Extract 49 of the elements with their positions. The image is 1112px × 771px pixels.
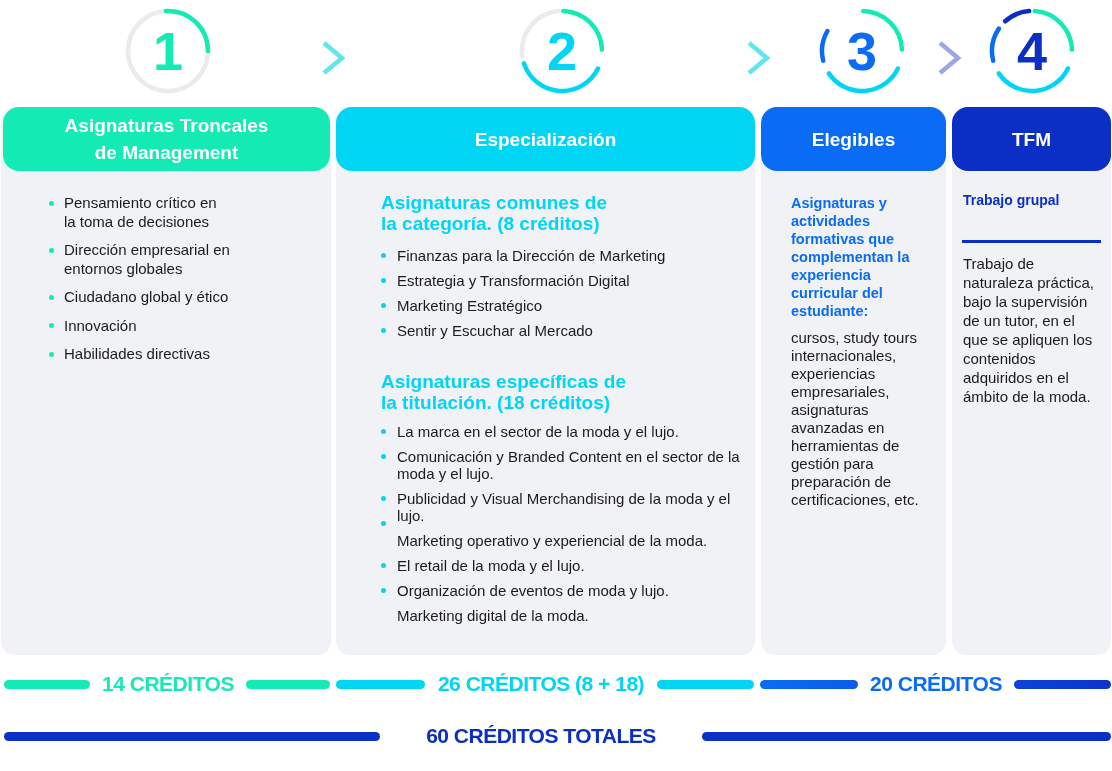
list-item-text: Estrategia y Transformación Digital [397, 272, 630, 289]
step-number: 3 [846, 25, 877, 77]
chevron-arrow [322, 41, 346, 75]
column-panel [1, 107, 331, 655]
chevron-arrow [938, 41, 962, 75]
lead-text: Trabajo grupal [963, 191, 1060, 210]
column-header [3, 107, 330, 171]
header-title: Elegibles [811, 127, 896, 152]
list-item-text: Pensamiento crítico en la toma de decisiones [64, 194, 218, 231]
lead-text: Asignaturas y actividades formativas que complementan la experiencia curricular del estudiante: [791, 194, 911, 320]
list-item-text: La marca en el sector de la moda y el lujo. [397, 423, 679, 440]
header-title: TFM [1011, 127, 1051, 152]
list-item-text: Sentir y Escuchar al Mercado [397, 322, 593, 339]
column-header [761, 107, 946, 171]
header-title: Asignaturas Troncales de Management [63, 114, 270, 165]
body-text: cursos, study tours internacionales, experiencias empresariales, asignaturas avanzadas en herramientas de gestión para preparación de certificaciones, etc. [791, 329, 920, 509]
list-item-text: Finanzas para la Dirección de Marketing [397, 247, 666, 264]
list-item-text: Marketing digital de la moda. [397, 607, 589, 624]
column-header [952, 107, 1111, 171]
step-circle [989, 8, 1075, 94]
list-item-text: El retail de la moda y el lujo. [397, 557, 585, 574]
list-item-text: Dirección empresarial en entornos globales [64, 241, 231, 278]
list-item-text: Marketing Estratégico [397, 297, 543, 314]
section-heading: Asignaturas comunes de la categoría. (8 créditos) [381, 192, 608, 234]
chevron-arrow [747, 41, 771, 75]
column-panel [336, 107, 755, 655]
list-item-text: Ciudadano global y ético [64, 288, 229, 307]
step-number: 1 [152, 25, 183, 77]
column-header [336, 107, 755, 171]
section-heading: Asignaturas específicas de la titulación. (18 créditos) [381, 371, 627, 413]
body-text: Trabajo de naturaleza práctica, bajo la supervisión de un tutor, en el que se apliquen los contenidos adquiridos en el ámbito de la moda. [963, 253, 1095, 406]
step-circle [125, 8, 211, 94]
credit-label: 26 CRÉDITOS (8 + 18) [437, 672, 645, 696]
list-item-text: Organización de eventos de moda y lujo. [397, 582, 669, 599]
step-circle [519, 8, 605, 94]
list-item-text: Publicidad y Visual Merchandising de la moda y el lujo. [397, 490, 732, 524]
list-item-text: Marketing operativo y experiencial de la moda. [397, 532, 708, 549]
column-panel [761, 107, 946, 655]
column-panel [952, 107, 1111, 655]
list-item-text: Innovación [64, 316, 137, 335]
credit-label: 20 CRÉDITOS [870, 672, 1002, 696]
step-number: 4 [1016, 25, 1047, 77]
credit-label: 14 CRÉDITOS [102, 672, 234, 696]
list-item-text: Comunicación y Branded Content en el sector de la moda y el lujo. [397, 448, 741, 482]
list-item-text: Habilidades directivas [64, 345, 210, 364]
credit-label: 60 CRÉDITOS TOTALES [426, 724, 656, 748]
header-title: Especialización [474, 127, 617, 152]
step-number: 2 [546, 25, 577, 77]
step-circle [819, 8, 905, 94]
